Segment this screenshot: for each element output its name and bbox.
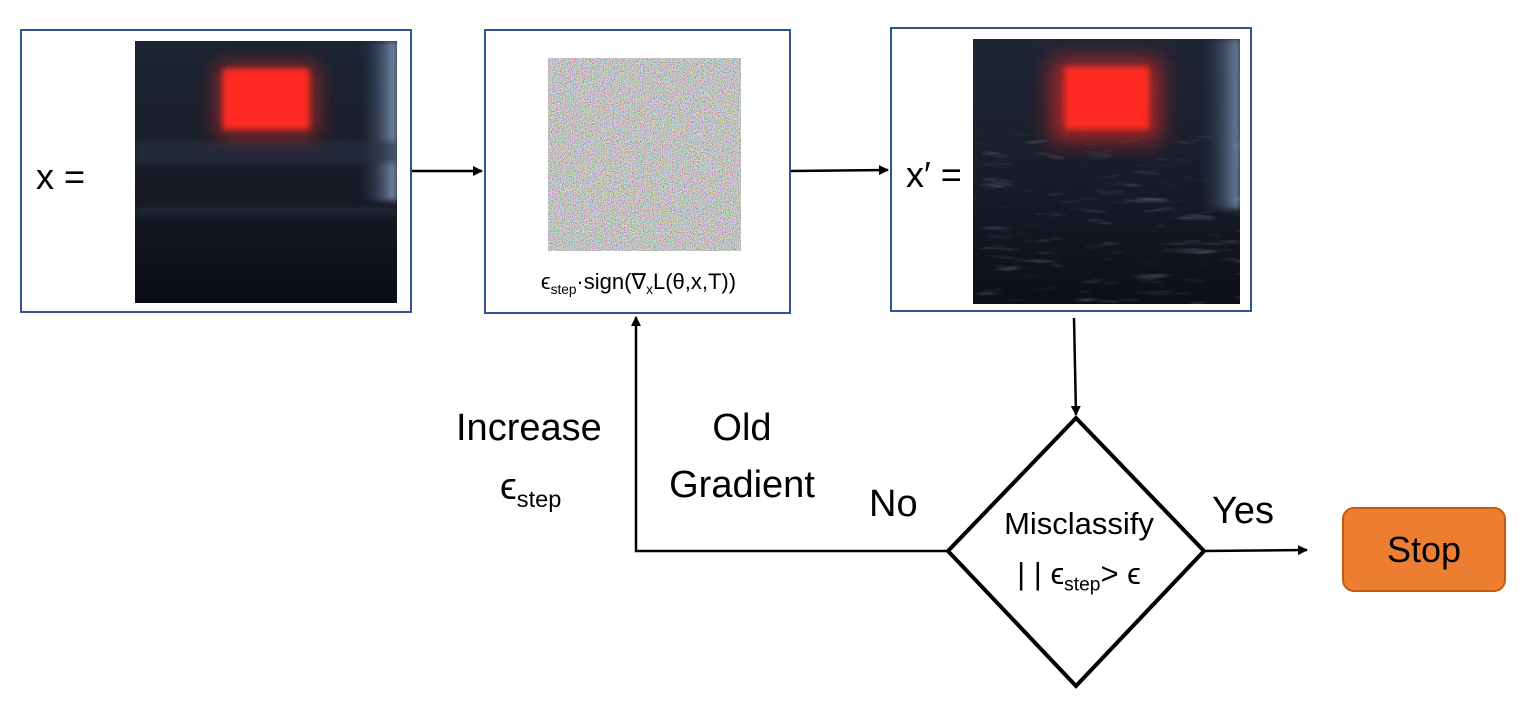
arrow-no-feedback [631, 316, 948, 553]
no-label: No [869, 483, 918, 525]
formula-loss: L(θ,x,T)) [652, 269, 737, 294]
output-label: x′ = [906, 154, 962, 195]
output-image-box: x′ = [890, 27, 1252, 312]
formula-sign-nabla: ·sign(∇ [576, 269, 647, 294]
arrow-yes-to-stop [1203, 545, 1308, 556]
input-traffic-light-image [135, 41, 397, 303]
old-gradient-label-line2: Gradient [669, 464, 815, 506]
decision-line1: Misclassify [1004, 506, 1154, 541]
old-gradient-label-line1: Old [712, 407, 772, 449]
decision-diamond [945, 415, 1207, 689]
input-image-box: x = [20, 29, 412, 313]
yes-label: Yes [1212, 490, 1274, 532]
output-perturbed-image [973, 39, 1240, 304]
input-image [135, 41, 397, 303]
input-label: x = [36, 156, 86, 197]
formula-nabla-subscript: x [646, 281, 653, 297]
decision-line2-prefix: | | ϵ [1017, 556, 1065, 591]
arrow-gradient-to-output [790, 165, 889, 176]
output-image [973, 39, 1240, 304]
decision-line2: | | ϵstep> ϵ [986, 556, 1172, 595]
decision-line2-suffix: > ϵ [1100, 556, 1141, 591]
increase-epsilon-subscript: step [516, 486, 562, 513]
increase-epsilon: ϵstep [500, 466, 561, 511]
gradient-formula: ϵstep·sign(∇xL(θ,x,T)) [492, 269, 785, 297]
decision-line2-subscript: step [1064, 574, 1101, 596]
formula-epsilon-subscript: step [550, 281, 577, 297]
noise-pattern [548, 58, 741, 251]
formula-epsilon: ϵ [540, 269, 551, 294]
stop-label: Stop [1386, 528, 1462, 570]
stop-terminal: Stop [1342, 507, 1506, 592]
arrow-output-to-decision [1070, 317, 1081, 416]
increase-epsilon-symbol: ϵ [500, 466, 517, 508]
gradient-noise-image [548, 58, 741, 251]
increase-label: Increase [456, 407, 602, 449]
gradient-box: ϵstep·sign(∇xL(θ,x,T)) [484, 29, 791, 314]
